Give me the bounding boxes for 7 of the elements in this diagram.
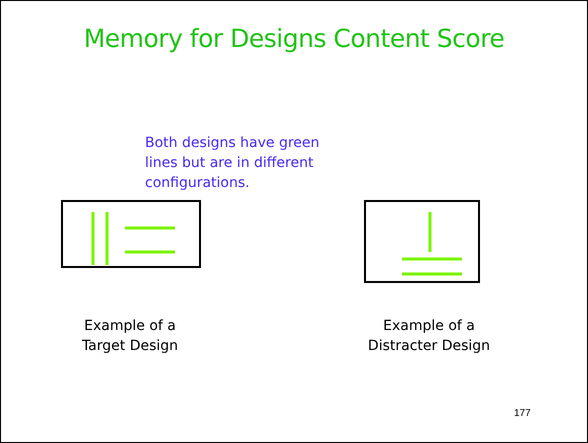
slide-title: Memory for Designs Content Score <box>82 24 506 53</box>
note-text: Both designs have green lines but are in different configurations. <box>145 134 320 193</box>
design-caption: Example of a Distracter Design <box>366 317 492 356</box>
design-frame <box>61 200 201 268</box>
design-caption: Example of a Target Design <box>80 317 180 356</box>
page-number: 177 <box>514 408 531 419</box>
design-frame <box>364 200 480 283</box>
